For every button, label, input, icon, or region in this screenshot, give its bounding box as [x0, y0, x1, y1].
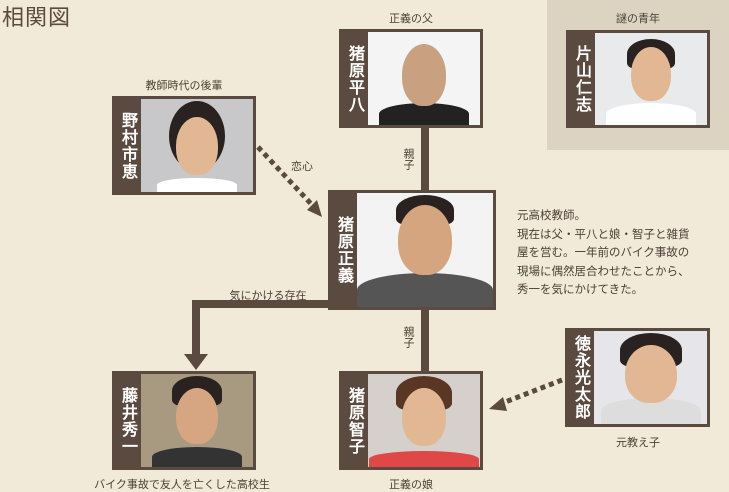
- photo-tokunaga: [594, 331, 707, 424]
- photo-nomura: [141, 99, 253, 192]
- line-heihachi-masayoshi: [421, 128, 429, 192]
- name-fujii: 藤井秀一: [119, 386, 138, 455]
- photo-katayama: [595, 33, 707, 125]
- photo-fujii: [141, 374, 253, 467]
- caption-heihachi: 正義の父: [389, 12, 433, 25]
- photo-masayoshi: [357, 193, 493, 307]
- name-nomura: 野村市恵: [119, 111, 138, 180]
- card-tokunaga[interactable]: 徳永光太郎: [565, 328, 710, 427]
- relation-oyako-1: 親子: [402, 148, 415, 170]
- line-fujii-down: [192, 300, 200, 356]
- card-nomura[interactable]: 野村市恵: [112, 96, 256, 195]
- arrowhead-fujii: [184, 354, 208, 370]
- photo-heihachi: [368, 32, 480, 125]
- name-masayoshi: 猪原正義: [335, 216, 354, 284]
- desc-line: 秀一を気にかけてきた。: [517, 282, 644, 296]
- desc-line: 屋を営む。一年前のバイク事故の: [517, 245, 690, 259]
- name-katayama: 片山仁志: [573, 45, 592, 113]
- name-tokunaga: 徳永光太郎: [572, 335, 591, 420]
- desc-line: 現在は父・平八と娘・智子と雑貨: [517, 226, 690, 241]
- line-masayoshi-fujii: [192, 300, 330, 308]
- page-title: 相関図: [2, 6, 72, 31]
- relation-oyako-2: 親子: [402, 326, 415, 348]
- arrowhead-tokunaga: [489, 397, 507, 411]
- relation-kinikakeru: 気にかける存在: [229, 289, 307, 302]
- caption-fujii: バイク事故で友人を亡くした高校生: [94, 478, 270, 491]
- caption-nomura: 教師時代の後輩: [145, 79, 223, 92]
- desc-line: 元高校教師。: [517, 208, 586, 222]
- dotted-arrow-tokunaga: [499, 377, 563, 407]
- card-fujii[interactable]: 藤井秀一: [112, 371, 256, 470]
- card-tomoko[interactable]: 猪原智子: [339, 371, 483, 470]
- name-tomoko: 猪原智子: [346, 386, 365, 455]
- card-katayama[interactable]: 片山仁志: [566, 30, 710, 128]
- dotted-arrow-renshin: [256, 145, 316, 209]
- caption-katayama: 謎の青年: [616, 12, 660, 25]
- masayoshi-description: 元高校教師。 現在は父・平八と娘・智子と雑貨 屋を営む。一年前のバイク事故の 現…: [517, 206, 690, 299]
- line-masayoshi-tomoko: [421, 308, 429, 373]
- photo-tomoko: [368, 374, 480, 467]
- caption-tokunaga: 元教え子: [616, 436, 660, 449]
- name-heihachi: 猪原平八: [346, 44, 365, 113]
- card-heihachi[interactable]: 猪原平八: [339, 29, 483, 128]
- desc-line: 現場に偶然居合わせたことから、: [517, 263, 690, 278]
- arrowhead-renshin: [307, 200, 322, 217]
- caption-tomoko: 正義の娘: [389, 478, 433, 491]
- card-masayoshi[interactable]: 猪原正義: [328, 190, 496, 310]
- relation-renshin: 恋心: [291, 160, 313, 173]
